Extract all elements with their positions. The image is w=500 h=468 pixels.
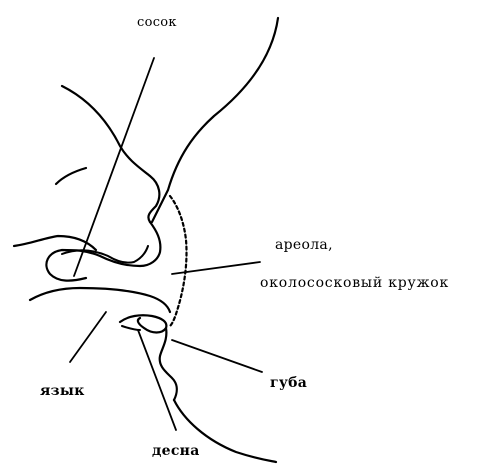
chin-outline	[160, 328, 177, 400]
label-nipple: сосок	[137, 16, 177, 29]
leader-gum	[138, 330, 176, 430]
upper-gum	[62, 246, 148, 263]
label-areola: ареола,	[275, 238, 333, 252]
label-gum: десна	[152, 444, 200, 458]
areola-dotted	[170, 196, 187, 326]
leader-tongue	[70, 312, 106, 362]
nipple-shape	[46, 222, 160, 281]
breast-outline	[152, 18, 278, 222]
leader-lip	[172, 340, 262, 372]
lower-lip-inner	[122, 326, 140, 330]
label-areola-alt: околососковый кружок	[260, 276, 449, 290]
baby-face-upper	[62, 86, 159, 222]
lower-lip	[120, 315, 166, 332]
label-lip: губа	[270, 376, 307, 390]
tongue-shape	[30, 288, 170, 312]
baby-eye	[56, 168, 86, 184]
label-tongue: язык	[40, 384, 85, 398]
